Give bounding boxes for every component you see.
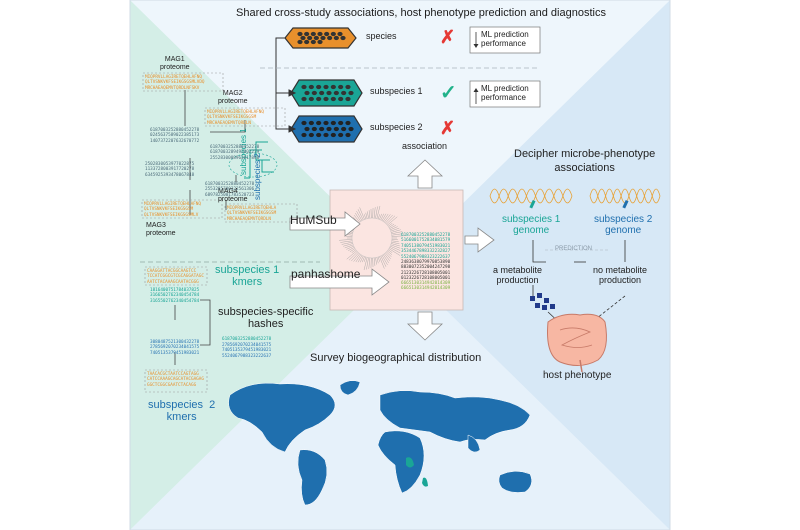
subspecies2-hexagon (290, 115, 363, 143)
host-phenotype-label: host phenotype (543, 370, 612, 381)
species-cross-icon: ✗ (440, 27, 456, 47)
humsub-label: HuMSub (290, 213, 337, 227)
africa (377, 430, 425, 494)
survey-title: Survey biogeographical distribution (310, 352, 482, 364)
species-label: species (366, 31, 397, 41)
metabolite-squares (530, 293, 555, 310)
mag2-hashes: 6187003252880452278 6187003289492002279 … (210, 145, 260, 161)
kmers1-label: subspecies 1 kmers (215, 264, 280, 289)
hashes-label: subspecies-specific hashes (218, 306, 314, 331)
species-hexagon (284, 27, 357, 49)
ml-box-2-text: ML prediction performance (481, 84, 529, 102)
southeast-asia (467, 434, 481, 453)
arrow-up-to-association (406, 159, 444, 189)
mag2-sequence: MIQPRVLLAGIRETQEHLAFNQ QLTVSNKVKFSEIKGSG… (207, 110, 264, 126)
mag4-hashes: 6187003252880452278 2553285780322561306 … (205, 182, 255, 198)
subspecies2-cross-icon: ✗ (440, 118, 456, 138)
intestine-illustration (547, 313, 607, 373)
subspecies1-genome-helix (489, 188, 573, 204)
kmers1-sequence: CAAGGATTACGGCAAGTCC TCCATCGGCGTCGCAGGATA… (147, 269, 204, 285)
subspecies1-label: subspecies 1 (370, 86, 423, 96)
decipher-title: Decipher microbe-phenotype associations (514, 148, 656, 174)
arrow-panhashome (289, 268, 390, 296)
prediction-label: PREDICTION (555, 246, 593, 252)
kmers2-label: subspecies 2 kmers (148, 399, 216, 424)
kmers1-hashes: 1816400751784037825 3166502762340454784 … (150, 288, 200, 304)
center-hashes-green: 6665130314942014309 6665130314942014309 (401, 281, 451, 292)
subspecies-tree (244, 141, 274, 179)
subspecies1-check-icon: ✓ (440, 82, 457, 104)
left-arrows (174, 90, 246, 365)
mag1-label: MAG1 proteome (160, 56, 190, 71)
mag3-label: MAG3 proteome (146, 222, 176, 237)
world-map (228, 380, 532, 506)
ml-box-1-text: ML prediction performance (481, 30, 529, 48)
mag-boxes (141, 72, 298, 393)
center-hashes-dark: 2483638079970853890 8830072352004247298 … (401, 260, 451, 282)
radial-tree (339, 205, 405, 271)
kmers2-sequence: TAACACGCTAATCCAGTAGG CATCCAAAGCAGCATACGA… (147, 372, 204, 388)
right-triangle-panel (400, 0, 670, 530)
mag1-sequence: MIQPRVLLAGIRETQEHLAFNQ QLTVSNKVKFSEIKGSG… (145, 75, 205, 91)
metabolite-label: a metabolite production (493, 265, 543, 285)
subspecies2-label: subspecies 2 (370, 122, 423, 132)
specific-hashes-1: 6187003252880452278 (222, 337, 272, 342)
eurasia (379, 390, 531, 443)
genome1-label: subspecies 1 genome (502, 214, 561, 236)
arrow-down-to-survey (406, 311, 444, 341)
ml-box-2 (469, 80, 541, 108)
ml-box-1 (469, 26, 541, 54)
association-label: association (402, 141, 448, 151)
south-america (297, 449, 328, 506)
genome2-label: subspecies 2 genome (594, 214, 653, 236)
panhashome-label: panhashome (291, 267, 361, 281)
center-hashes-teal: 6187003252880452278 5166001752834081579 … (401, 233, 451, 260)
top-triangle-panel (130, 0, 670, 265)
mag4-label: MAG4 proteome (218, 188, 248, 203)
north-america (228, 382, 336, 453)
no-metabolite-label: no metabolite production (593, 265, 648, 285)
center-box (329, 189, 464, 311)
kmers2-hashes: 3080487521300432278 2785692070234041575 … (150, 340, 200, 356)
mag3-sequence: MIQPRVLLAGIRETQEHLAFNQ QLTVSNKVKFSEIKGSG… (144, 202, 201, 218)
greenland (339, 380, 361, 396)
mag4-sequence: MIQPRVLLAGIRETQEHLA QLTVSNKVKFSEIKGSGSM … (227, 206, 277, 222)
left-triangle-panel (130, 0, 400, 530)
specific-hashes-2: 2785692070234041575 7405135379451983021 … (222, 343, 272, 359)
subspecies2-genome-helix (589, 188, 661, 204)
highlighted-regions (406, 457, 428, 487)
species-bracket (275, 37, 297, 133)
mag2-label: MAG2 proteome (218, 90, 248, 105)
australia (498, 471, 532, 493)
canvas-border (129, 0, 671, 530)
mag1-hashes: 6187003252880452278 0245637589022385173 … (150, 128, 200, 144)
arrow-right-to-decipher (464, 227, 495, 253)
header-title: Shared cross-study associations, host ph… (236, 7, 606, 19)
subspecies1-hexagon (290, 79, 363, 107)
arrow-humsub (289, 211, 361, 237)
mag3-hashes: 2502830053977022875 1133728003917720278 … (145, 162, 195, 178)
